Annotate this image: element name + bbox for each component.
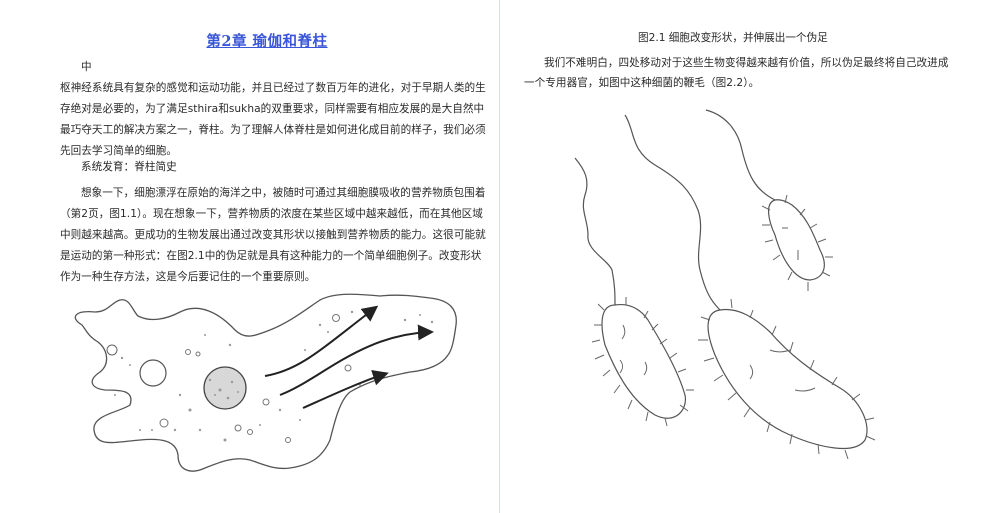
nucleus-icon: [203, 366, 247, 410]
paragraph-line: 存绝对是必要的，为了满足sthira和sukha的双重要求，同样需要有相应发展的…: [60, 103, 485, 115]
arrow-icon: [302, 370, 389, 409]
paragraph-line: 想象一下，细胞漂浮在原始的海洋之中，被随时可通过其细胞膜吸收的营养物质包围着: [81, 187, 486, 199]
figure-caption: 图2.1 细胞改变形状，并伸展出一个伪足: [638, 32, 828, 44]
page-divider: [499, 0, 500, 513]
paragraph-line: 一个专用器官，如图中这种细菌的鞭毛（图2.2）。: [524, 77, 760, 89]
small-vacuole-icon: [106, 344, 118, 356]
arrow-icon: [279, 324, 434, 396]
bacterium-body-icon: [707, 308, 868, 450]
bacterium-body-icon: [601, 303, 686, 419]
vacuole-icon: [139, 359, 167, 387]
arrow-icon: [264, 305, 379, 377]
section-heading: 系统发育：脊柱简史: [81, 161, 177, 173]
left-page: 第2章 瑜伽和脊柱 中 枢神经系统具有复杂的感觉和运动功能，并且已经过了数百万年…: [0, 0, 499, 513]
paragraph-line: 中: [81, 61, 92, 73]
bacterium-body-icon: [768, 199, 825, 281]
paragraph-line: 作为一种生存方法，这是今后要记住的一个重要原则。: [60, 271, 316, 283]
paragraph-line: （第2页，图1.1）。现在想象一下，营养物质的浓度在某些区域中越来越低，而在其他…: [60, 208, 483, 220]
amoeba-outline-icon: [74, 293, 457, 472]
paragraph-line: 我们不难明白，四处移动对于这些生物变得越来越有价值，所以伪足最终将自己改进成: [544, 57, 949, 69]
flagellum-icon: [574, 157, 616, 306]
paragraph-line: 是运动的第一种形式：在图2.1中的伪足就是具有这种能力的一个简单细胞例子。改变形…: [60, 250, 482, 262]
paragraph-line: 枢神经系统具有复杂的感觉和运动功能，并且已经过了数百万年的进化，对于早期人类的生: [60, 82, 486, 94]
chapter-title: 第2章 瑜伽和脊柱: [206, 33, 328, 50]
flagellum-icon: [705, 109, 776, 201]
amoeba-illustration: [74, 293, 457, 472]
flagellum-icon: [624, 114, 721, 311]
bacteria-illustration: [574, 109, 876, 460]
paragraph-line: 先回去学习简单的细胞。: [60, 145, 178, 157]
paragraph-line: 最巧夺天工的解决方案之一，脊柱。为了理解人体脊柱是如何进化成目前的样子，我们必须: [60, 124, 486, 136]
right-page: 图2.1 细胞改变形状，并伸展出一个伪足 我们不难明白，四处移动对于这些生物变得…: [500, 0, 1000, 513]
paragraph-line: 中则越来越高。更成功的生物发展出通过改变其形状以接触到营养物质的能力。这很可能就: [60, 229, 486, 241]
